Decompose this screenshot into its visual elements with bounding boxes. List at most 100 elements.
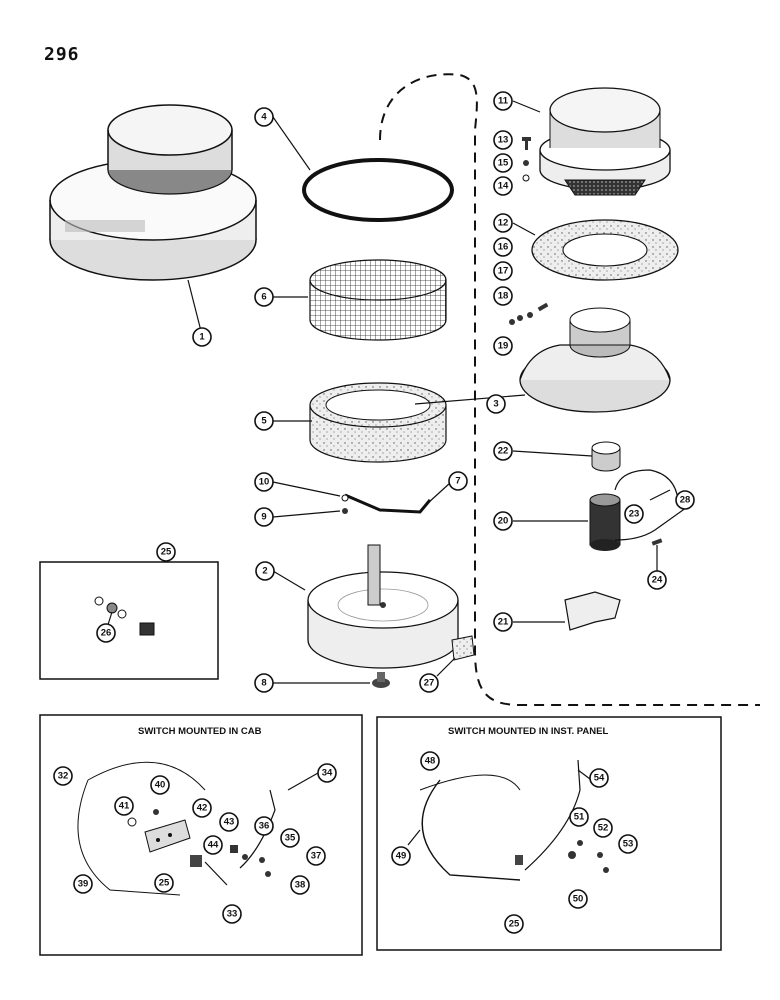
nut-part-9 [342, 508, 348, 514]
callout-41: 41 [114, 796, 134, 816]
decal-part-27 [451, 635, 475, 661]
callout-22: 22 [493, 441, 513, 461]
callout-35: 35 [280, 828, 300, 848]
svg-text:10: 10 [259, 477, 270, 488]
svg-text:25: 25 [509, 919, 520, 930]
callout-53: 53 [618, 834, 638, 854]
filter-element-part-5 [309, 382, 447, 463]
washer-part-17 [527, 312, 533, 318]
callout-17: 17 [493, 261, 513, 281]
svg-text:18: 18 [498, 291, 509, 302]
callout-43: 43 [219, 812, 239, 832]
svg-text:4: 4 [261, 112, 267, 123]
svg-text:25: 25 [161, 547, 172, 558]
wing-nut-part-8 [372, 672, 390, 688]
gasket-ring-part-4 [302, 158, 454, 222]
callout-26: 26 [96, 623, 116, 643]
terminal-part-24 [651, 538, 663, 546]
callout-27: 27 [419, 673, 439, 693]
bolt-part-13 [522, 137, 531, 150]
callout-18: 18 [493, 286, 513, 306]
svg-text:49: 49 [396, 851, 407, 862]
svg-text:39: 39 [78, 879, 89, 890]
washer-part-18 [517, 315, 523, 321]
svg-text:23: 23 [629, 509, 640, 520]
svg-text:43: 43 [224, 817, 235, 828]
svg-text:22: 22 [498, 446, 509, 457]
svg-text:24: 24 [652, 575, 663, 586]
callout-44: 44 [203, 835, 223, 855]
fan-housing-part-3 [519, 307, 671, 413]
callout-7: 7 [448, 471, 468, 491]
svg-text:34: 34 [322, 768, 333, 779]
fan-motor-part-20 [589, 469, 679, 551]
svg-text:35: 35 [285, 833, 296, 844]
svg-text:42: 42 [197, 803, 208, 814]
callout-9: 9 [254, 507, 274, 527]
svg-text:3: 3 [493, 399, 498, 410]
spacer-part-22 [591, 441, 621, 472]
callout-50: 50 [568, 889, 588, 909]
callout-40: 40 [150, 775, 170, 795]
svg-text:40: 40 [155, 780, 166, 791]
callout-5: 5 [254, 411, 274, 431]
callout-49: 49 [391, 846, 411, 866]
svg-text:16: 16 [498, 242, 509, 253]
callout-15: 15 [493, 153, 513, 173]
svg-text:33: 33 [227, 909, 238, 920]
svg-text:2: 2 [262, 566, 267, 577]
switch-small-part-25 [94, 596, 155, 636]
svg-text:17: 17 [498, 266, 509, 277]
cab-switch-box [39, 714, 363, 956]
svg-text:7: 7 [455, 476, 460, 487]
svg-text:27: 27 [424, 678, 435, 689]
dashed-boundary [379, 73, 760, 706]
svg-text:8: 8 [261, 678, 266, 689]
svg-text:20: 20 [498, 516, 509, 527]
callout-36: 36 [254, 816, 274, 836]
svg-text:32: 32 [58, 771, 69, 782]
svg-text:5: 5 [261, 416, 267, 427]
wire-part-23 [614, 504, 691, 541]
svg-text:14: 14 [498, 181, 509, 192]
callout-28: 28 [675, 490, 695, 510]
cab-switch-assembly [77, 761, 276, 896]
callout-11: 11 [493, 91, 513, 111]
svg-text:54: 54 [594, 773, 605, 784]
svg-text:26: 26 [101, 628, 112, 639]
leader-lines [105, 100, 671, 886]
nut-part-19 [509, 319, 515, 325]
callout-12: 12 [493, 213, 513, 233]
switch-detail-box [39, 561, 219, 680]
panel-box-title: SWITCH MOUNTED IN INST. PANEL [448, 726, 608, 737]
callout-24: 24 [647, 570, 667, 590]
callout-14: 14 [493, 176, 513, 196]
svg-text:12: 12 [498, 218, 509, 229]
callout-4: 4 [254, 107, 274, 127]
foam-gasket-part-12 [531, 219, 679, 281]
cab-box-title: SWITCH MOUNTED IN CAB [138, 726, 262, 737]
nut-part-14 [522, 174, 530, 182]
callout-37: 37 [306, 846, 326, 866]
svg-text:19: 19 [498, 341, 509, 352]
panel-switch-assembly [419, 759, 609, 881]
callout-54: 54 [589, 768, 609, 788]
cover-part-11 [539, 87, 671, 196]
callout-8: 8 [254, 673, 274, 693]
svg-text:11: 11 [498, 96, 509, 107]
base-bowl-part-2 [307, 544, 459, 669]
svg-text:52: 52 [598, 823, 609, 834]
svg-text:53: 53 [623, 839, 634, 850]
svg-text:21: 21 [498, 617, 509, 628]
callout-34: 34 [317, 763, 337, 783]
bolt-part-16 [537, 302, 549, 312]
bracket-part-7 [344, 493, 432, 514]
svg-text:25: 25 [159, 878, 170, 889]
callout-3: 3 [486, 394, 506, 414]
washer-part-10 [341, 494, 349, 502]
svg-text:51: 51 [574, 812, 585, 823]
svg-text:36: 36 [259, 821, 270, 832]
callout-21: 21 [493, 612, 513, 632]
svg-text:13: 13 [498, 135, 509, 146]
